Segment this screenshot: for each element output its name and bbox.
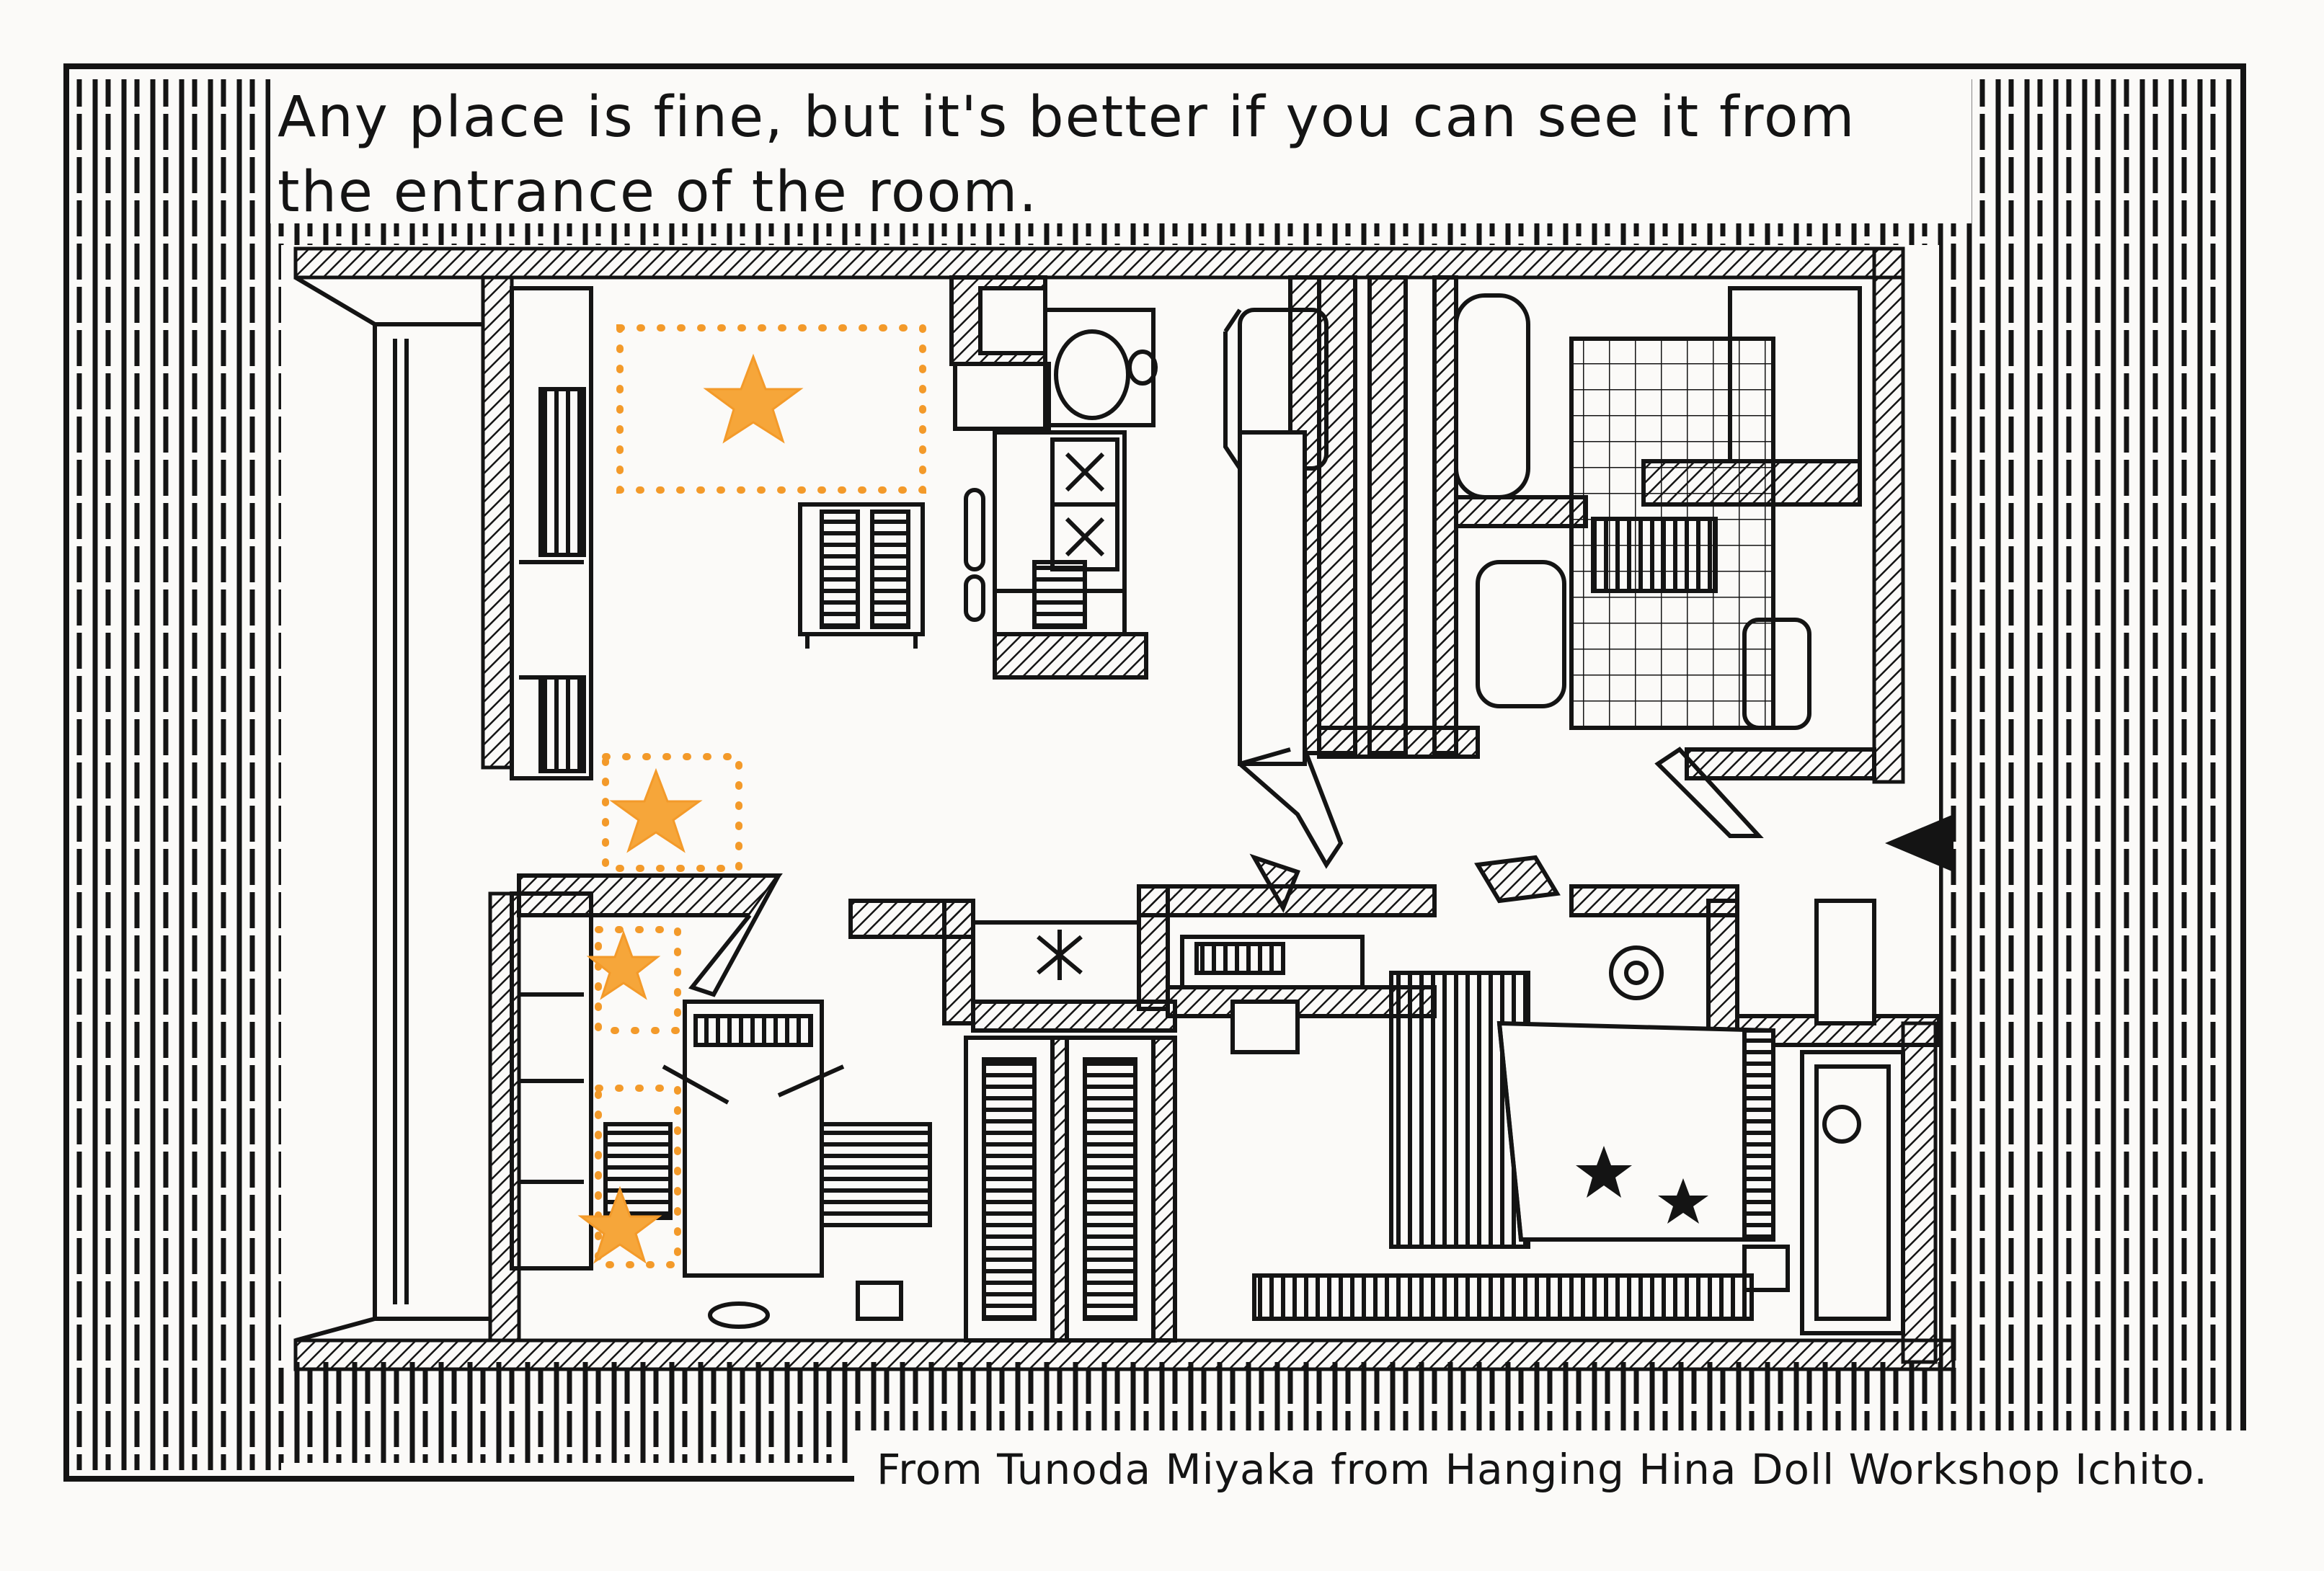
arrow-left-icon bbox=[1885, 814, 1953, 872]
shelf-ledge bbox=[517, 873, 783, 997]
star-icon bbox=[577, 353, 804, 1264]
kitchen bbox=[949, 275, 1158, 680]
bathroom-block bbox=[1223, 275, 1876, 838]
credit-text: From Tunoda Miyaka from Hanging Hina Dol… bbox=[877, 1445, 2208, 1494]
texture-left bbox=[72, 79, 281, 1470]
window bbox=[1800, 1050, 1905, 1335]
caption-line-2: the entrance of the room. bbox=[278, 160, 1039, 225]
door-swing bbox=[1238, 748, 1344, 869]
left-corridor bbox=[294, 275, 490, 1343]
tall-cabinets bbox=[964, 1036, 1177, 1343]
low-chest bbox=[603, 1000, 932, 1329]
recommended-spots bbox=[595, 324, 926, 1268]
bed-star-icon bbox=[1576, 1146, 1708, 1224]
texture-right bbox=[1939, 79, 2235, 1470]
middle-counter bbox=[848, 853, 1941, 1054]
caption-line-1: Any place is fine, but it's better if yo… bbox=[278, 85, 1856, 150]
dining-table bbox=[798, 502, 925, 649]
bed bbox=[1252, 945, 1790, 1321]
